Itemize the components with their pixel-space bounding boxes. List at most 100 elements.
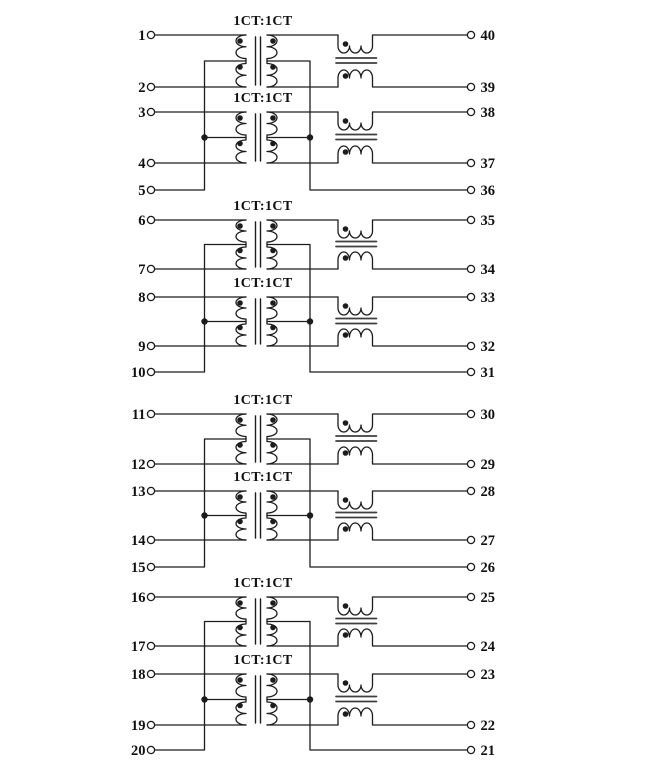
polarity-dot [237, 64, 243, 70]
pin-number-right: 40 [481, 28, 496, 44]
pin-terminal [466, 82, 476, 92]
polarity-dot [237, 442, 243, 448]
transformer-2: 1CT:1CT [153, 653, 339, 726]
primary-winding [235, 34, 247, 88]
secondary-winding [266, 596, 278, 647]
polarity-dot [237, 300, 243, 306]
polarity-dot [342, 149, 349, 155]
polarity-dot [270, 115, 276, 121]
polarity-dot [270, 247, 276, 254]
polarity-dot [342, 680, 349, 686]
choke-bottom-winding [337, 251, 469, 270]
choke-top-winding [337, 111, 469, 131]
pin-number-right: 27 [481, 533, 496, 549]
choke-top-winding [337, 219, 469, 239]
pin-terminal [466, 745, 476, 755]
primary-winding [235, 296, 247, 347]
choke-top-winding [337, 490, 469, 510]
choke-top-winding [337, 413, 469, 433]
pin-number-left: 13 [131, 484, 146, 500]
transformer-1: 1CT:1CT [153, 393, 339, 465]
pin-terminal [466, 185, 476, 195]
pin-terminal [146, 562, 156, 572]
pin-terminal [146, 82, 156, 92]
polarity-dot [342, 255, 349, 261]
common-mode-choke-1 [335, 219, 469, 270]
pin-number-right: 23 [481, 667, 496, 683]
junction-dot [201, 696, 208, 703]
pin-number-left: 16 [131, 590, 146, 606]
primary-ct-bus [153, 620, 247, 751]
secondary-winding [266, 296, 278, 347]
transformer-ratio-label: 1CT:1CT [233, 393, 293, 408]
polarity-dot [270, 324, 276, 331]
polarity-dot [342, 73, 349, 79]
polarity-dot [342, 226, 349, 232]
junction-dot [201, 134, 208, 141]
polarity-dot [270, 38, 276, 44]
polarity-dot [237, 494, 243, 500]
polarity-dot [342, 603, 349, 609]
pin-number-left: 10 [131, 365, 146, 381]
common-mode-choke-2 [335, 673, 469, 726]
transformer-ratio-label: 1CT:1CT [233, 91, 293, 106]
pin-number-right: 22 [481, 718, 496, 734]
polarity-dot [237, 223, 243, 229]
pin-number-left: 15 [131, 560, 146, 576]
choke-bottom-winding [337, 522, 469, 541]
pin-terminal [466, 592, 476, 602]
transformer-1: 1CT:1CT [153, 199, 339, 270]
transformer-1: 1CT:1CT [153, 14, 339, 88]
pin-number-left: 20 [131, 743, 146, 759]
polarity-dot [237, 677, 243, 683]
polarity-dot [342, 303, 349, 309]
polarity-dot [270, 600, 276, 606]
primary-winding [235, 219, 247, 270]
polarity-dot [237, 600, 243, 606]
pin-terminal [466, 486, 476, 496]
primary-winding [235, 490, 247, 541]
pin-number-left: 1 [138, 28, 145, 44]
pin-number-right: 32 [481, 339, 496, 355]
common-mode-choke-2 [335, 296, 469, 347]
pin-number-left: 9 [138, 339, 145, 355]
polarity-dot [270, 494, 276, 500]
transformer-2: 1CT:1CT [153, 91, 339, 164]
pin-terminal [146, 720, 156, 730]
primary-ct-bus [153, 243, 247, 373]
pin-number-right: 26 [481, 560, 496, 576]
pin-number-right: 29 [481, 457, 496, 473]
pin-terminal [466, 292, 476, 302]
pin-terminal [146, 641, 156, 651]
pin-terminal [466, 367, 476, 377]
polarity-dot [270, 702, 276, 709]
primary-ct-bus [153, 60, 247, 191]
pin-number-right: 24 [481, 639, 496, 655]
secondary-winding [266, 34, 278, 88]
secondary-ct-bus [266, 243, 469, 373]
pin-terminal [466, 459, 476, 469]
choke-top-winding [337, 296, 469, 316]
polarity-dot [237, 624, 243, 631]
pin-terminal [146, 185, 156, 195]
pin-number-left: 5 [138, 183, 145, 199]
secondary-winding [266, 673, 278, 726]
primary-winding [235, 111, 247, 164]
polarity-dot [270, 223, 276, 229]
pin-terminal [466, 30, 476, 40]
pin-terminal [466, 264, 476, 274]
pin-terminal [146, 592, 156, 602]
pin-terminal [146, 745, 156, 755]
pin-number-left: 11 [132, 407, 146, 423]
pin-terminal [466, 535, 476, 545]
transformer-ratio-label: 1CT:1CT [233, 14, 293, 29]
polarity-dot [342, 420, 349, 426]
primary-winding [235, 413, 247, 465]
choke-bottom-winding [337, 707, 469, 726]
transformer-2: 1CT:1CT [153, 276, 339, 347]
pin-terminal [466, 562, 476, 572]
pin-terminal [146, 486, 156, 496]
